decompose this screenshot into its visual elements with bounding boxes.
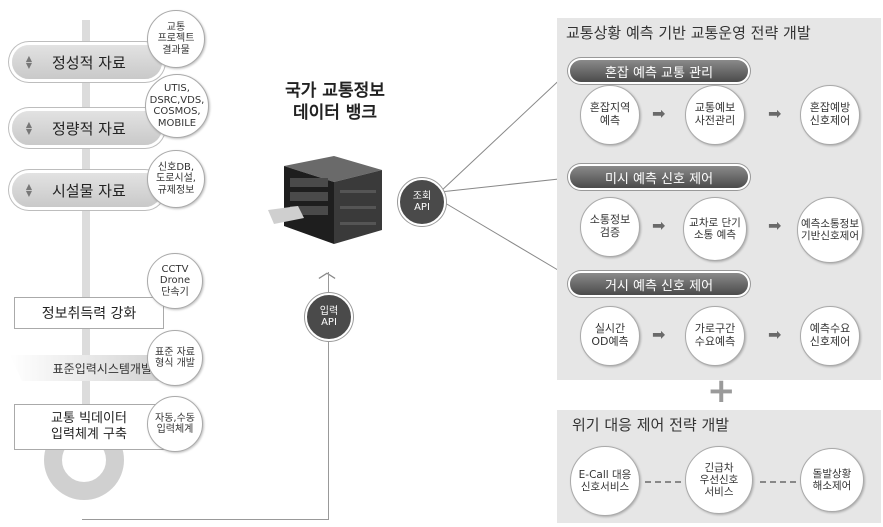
- stack-acquisition[interactable]: 정보취득력 강화: [14, 297, 164, 329]
- tag-quantitative: UTIS, DSRC,VDS, COSMOS, MOBILE: [145, 74, 209, 138]
- pill-label: 시설물 자료: [52, 181, 126, 200]
- pill-label: 정량적 자료: [52, 119, 126, 138]
- databank-title: 국가 교통정보 데이터 뱅크: [285, 81, 385, 124]
- strategy-title: 교통상황 예측 기반 교통운영 전략 개발: [566, 24, 811, 42]
- step-congestion-1: 혼잡지역 예측: [580, 85, 640, 145]
- right-arrow-icon: ➡: [768, 216, 782, 235]
- bottom-connector-vertical: [328, 340, 329, 519]
- query-api-node[interactable]: 조회 API: [398, 178, 446, 226]
- tag-qualitative: 교통 프로젝트 결과물: [147, 10, 205, 68]
- step-congestion-2: 교통예보 사전관리: [685, 85, 745, 145]
- updown-icon: ▲▼: [25, 120, 33, 136]
- plus-icon: +: [707, 371, 736, 411]
- step-micro-1: 소통정보 검증: [580, 197, 640, 257]
- step-congestion-3: 혼잡예방 신호제어: [800, 85, 860, 145]
- section-congestion-header[interactable]: 혼잡 예측 교통 관리: [570, 60, 748, 82]
- input-api-node[interactable]: 입력 API: [305, 293, 353, 341]
- query-connectors: [439, 71, 569, 277]
- step-macro-3: 예측수요 신호제어: [800, 306, 860, 366]
- tag-acquisition: CCTV Drone 단속기: [147, 253, 203, 309]
- server-icon: [264, 148, 394, 248]
- step-micro-3: 예측소통정보 기반신호제어: [797, 197, 863, 263]
- up-arrow-icon: ︿: [318, 262, 336, 283]
- crisis-title: 위기 대응 제어 전략 개발: [572, 416, 730, 434]
- tag-bigdata-input: 자동,수동 입력체계: [147, 396, 203, 452]
- stack-bigdata-input[interactable]: 교통 빅데이터 입력체계 구축: [14, 404, 164, 450]
- tag-standard-input: 표준 자료 형식 개발: [147, 330, 203, 386]
- step-micro-2: 교차로 단기 소통 예측: [683, 197, 747, 261]
- updown-icon: ▲▼: [25, 182, 33, 198]
- step-crisis-2: 긴급차 우선신호 서비스: [685, 446, 753, 514]
- pill-facility[interactable]: ▲▼ 시설물 자료: [12, 173, 162, 207]
- step-macro-1: 실시간 OD예측: [580, 306, 640, 366]
- section-micro-header[interactable]: 미시 예측 신호 제어: [570, 166, 748, 188]
- right-arrow-icon: ➡: [652, 104, 666, 123]
- pill-qualitative[interactable]: ▲▼ 정성적 자료: [12, 45, 162, 79]
- section-macro-header[interactable]: 거시 예측 신호 제어: [570, 273, 748, 295]
- right-arrow-icon: ➡: [768, 325, 782, 344]
- right-arrow-icon: ➡: [652, 216, 666, 235]
- stack-standard-input[interactable]: 표준입력시스템개발: [10, 355, 160, 381]
- input-api-line: [328, 272, 329, 302]
- right-arrow-icon: ➡: [768, 104, 782, 123]
- tag-facility: 신호DB, 도로시설, 규제정보: [147, 150, 205, 208]
- step-crisis-1: E-Call 대응 신호서비스: [570, 446, 640, 516]
- updown-icon: ▲▼: [25, 54, 33, 70]
- pill-quantitative[interactable]: ▲▼ 정량적 자료: [12, 111, 162, 145]
- pill-label: 정성적 자료: [52, 53, 126, 72]
- dashed-connector: [760, 481, 796, 483]
- timeline-line: [82, 20, 90, 450]
- right-arrow-icon: ➡: [652, 325, 666, 344]
- step-crisis-3: 돌발상황 해소제어: [800, 448, 864, 512]
- dashed-connector: [645, 481, 681, 483]
- bottom-connector: [82, 505, 329, 520]
- step-macro-2: 가로구간 수요예측: [685, 306, 745, 366]
